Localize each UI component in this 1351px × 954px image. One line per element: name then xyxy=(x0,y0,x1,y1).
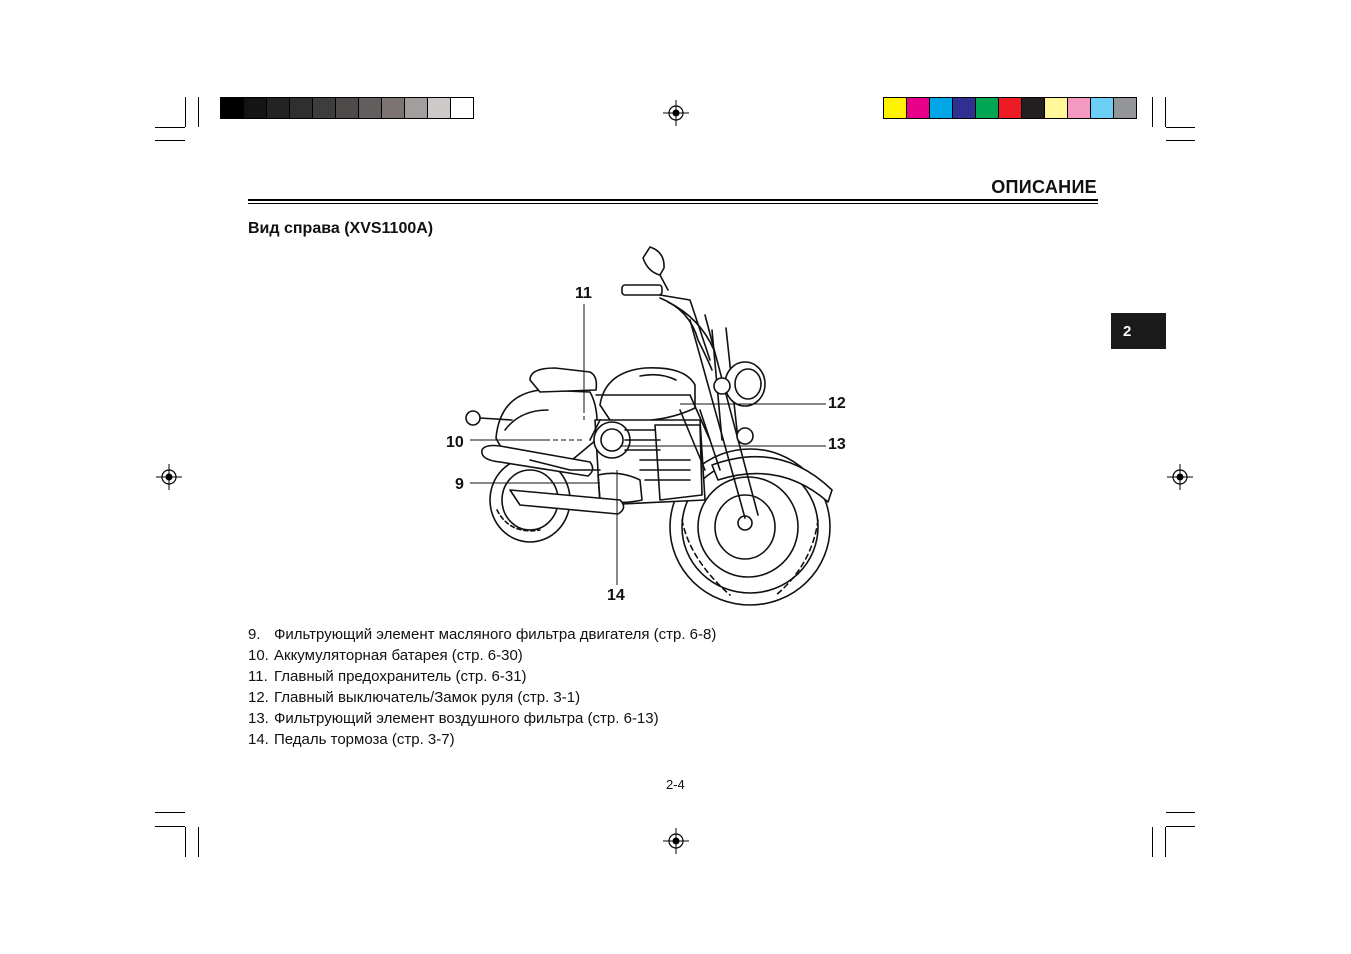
legend-text: Фильтрующий элемент масляного фильтра дв… xyxy=(274,626,717,643)
legend-number: 14. xyxy=(248,731,269,748)
color-swatch xyxy=(976,98,999,118)
color-swatch xyxy=(313,98,336,118)
color-swatch xyxy=(999,98,1022,118)
legend-number: 13. xyxy=(248,710,269,727)
callout-label: 13 xyxy=(828,436,846,453)
crop-mark xyxy=(155,127,185,128)
legend-text: Педаль тормоза (стр. 3-7) xyxy=(274,731,455,748)
crop-mark xyxy=(198,827,199,857)
callout-label: 11 xyxy=(575,285,592,302)
callout-label: 10 xyxy=(446,434,464,451)
registration-mark-icon xyxy=(156,464,182,490)
chapter-tab-label: 2 xyxy=(1123,322,1132,340)
legend-number: 12. xyxy=(248,689,269,706)
legend-number: 11. xyxy=(248,668,268,685)
registration-mark-icon xyxy=(1167,464,1193,490)
crop-mark xyxy=(155,140,185,141)
crop-mark xyxy=(1165,97,1166,127)
crop-mark xyxy=(1166,812,1195,813)
crop-mark xyxy=(1166,826,1195,827)
list-item: 9. Фильтрующий элемент масляного фильтра … xyxy=(248,624,716,645)
color-swatch xyxy=(451,98,473,118)
callout-label: 9 xyxy=(455,476,464,493)
crop-mark xyxy=(1166,127,1195,128)
color-swatch xyxy=(359,98,382,118)
color-swatch xyxy=(1022,98,1045,118)
legend-text: Аккумуляторная батарея (стр. 6-30) xyxy=(274,647,523,664)
color-calibration-bar xyxy=(883,97,1137,119)
color-swatch xyxy=(405,98,428,118)
list-item: 12. Главный выключатель/Замок руля (стр. … xyxy=(248,687,716,708)
color-swatch xyxy=(428,98,451,118)
crop-mark xyxy=(198,97,199,127)
registration-mark-icon xyxy=(663,100,689,126)
callout-label: 12 xyxy=(828,395,846,412)
registration-mark-icon xyxy=(663,828,689,854)
color-swatch xyxy=(1114,98,1136,118)
callout-label: 14 xyxy=(607,587,625,604)
legend-number: 10. xyxy=(248,647,269,664)
color-swatch xyxy=(884,98,907,118)
color-swatch xyxy=(953,98,976,118)
color-swatch xyxy=(1091,98,1114,118)
page-number: 2-4 xyxy=(666,777,685,792)
crop-mark xyxy=(1166,140,1195,141)
list-item: 13. Фильтрующий элемент воздушного фильтр… xyxy=(248,708,716,729)
color-swatch xyxy=(1068,98,1091,118)
crop-mark xyxy=(1152,827,1153,857)
list-item: 10. Аккумуляторная батарея (стр. 6-30) xyxy=(248,645,716,666)
color-swatch xyxy=(930,98,953,118)
page-subtitle: Вид справа (XVS1100A) xyxy=(248,220,434,237)
color-swatch xyxy=(1045,98,1068,118)
color-swatch xyxy=(907,98,930,118)
legend-number: 9. xyxy=(248,626,261,643)
legend-text: Фильтрующий элемент воздушного фильтра (… xyxy=(274,710,659,727)
crop-mark xyxy=(185,97,186,127)
color-swatch xyxy=(382,98,405,118)
color-swatch xyxy=(336,98,359,118)
list-item: 11. Главный предохранитель (стр. 6-31) xyxy=(248,666,716,687)
header-rule xyxy=(248,199,1098,201)
parts-legend: 9. Фильтрующий элемент масляного фильтра … xyxy=(248,624,716,750)
crop-mark xyxy=(155,812,185,813)
legend-text: Главный выключатель/Замок руля (стр. 3-1… xyxy=(274,689,581,706)
gray-calibration-bar xyxy=(220,97,474,119)
color-swatch xyxy=(221,98,244,118)
crop-mark xyxy=(185,827,186,857)
crop-mark xyxy=(1165,827,1166,857)
crop-mark xyxy=(155,826,185,827)
color-swatch xyxy=(290,98,313,118)
color-swatch xyxy=(267,98,290,118)
chapter-tab: 2 xyxy=(1111,313,1166,349)
crop-mark xyxy=(1152,97,1153,127)
motorcycle-illustration xyxy=(465,246,833,606)
header-rule xyxy=(248,203,1098,204)
list-item: 14. Педаль тормоза (стр. 3-7) xyxy=(248,729,716,750)
section-title: ОПИСАНИЕ xyxy=(991,177,1097,197)
color-swatch xyxy=(244,98,267,118)
legend-text: Главный предохранитель (стр. 6-31) xyxy=(274,668,527,685)
